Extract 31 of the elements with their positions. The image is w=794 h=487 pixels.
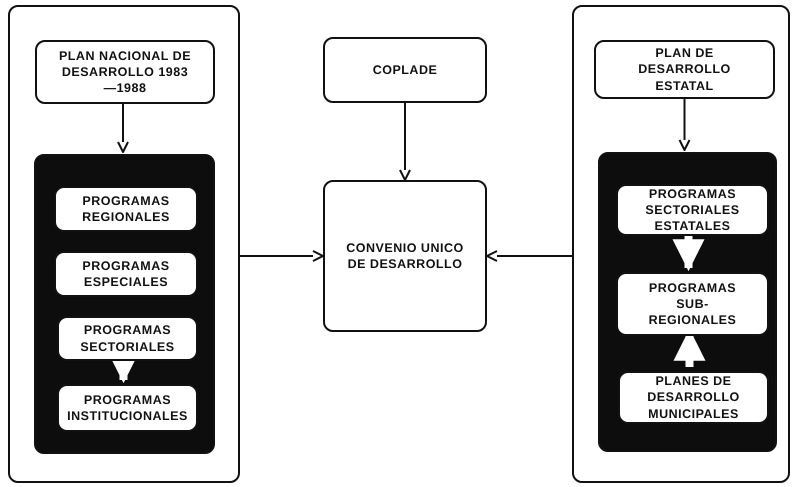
arrow <box>486 250 572 262</box>
process-box <box>594 40 775 99</box>
process-box <box>323 37 487 103</box>
group-panel <box>8 5 240 483</box>
dark-panel <box>34 154 215 454</box>
box-label: PLAN DE DESARROLLO ESTATAL <box>637 45 732 94</box>
arrow <box>240 250 324 262</box>
process-box <box>54 186 198 232</box>
process-box <box>618 371 769 424</box>
box-label: PROGRAMAS SUB-REGIONALES <box>648 280 738 328</box>
process-box <box>323 180 487 332</box>
box-label: PROGRAMAS ESPECIALES <box>81 258 171 290</box>
box-label: CONVENIO UNICO DE DESARROLLO <box>345 240 465 272</box>
dark-panel <box>598 152 777 452</box>
process-box <box>57 384 198 432</box>
arrow <box>117 102 129 153</box>
box-label: PROGRAMAS REGIONALES <box>81 192 171 226</box>
arrow <box>399 103 411 181</box>
box-label: PROGRAMAS SECTORIALES ESTATALES <box>644 186 741 234</box>
arrow <box>678 97 690 151</box>
process-box <box>57 316 198 361</box>
box-label: COPLADE <box>372 62 438 78</box>
group-panel <box>572 5 790 483</box>
box-label: PLANES DE DESARROLLO MUNICIPALES <box>646 373 741 422</box>
process-box <box>616 272 769 336</box>
process-box <box>54 251 198 297</box>
process-box <box>616 184 769 236</box>
box-label: PROGRAMAS INSTITUCIONALES <box>66 392 189 424</box>
box-label: PROGRAMAS SECTORIALES <box>79 322 176 355</box>
box-label: PLAN NACIONAL DE DESARROLLO 1983—1988 <box>58 48 192 96</box>
process-box <box>35 40 215 104</box>
